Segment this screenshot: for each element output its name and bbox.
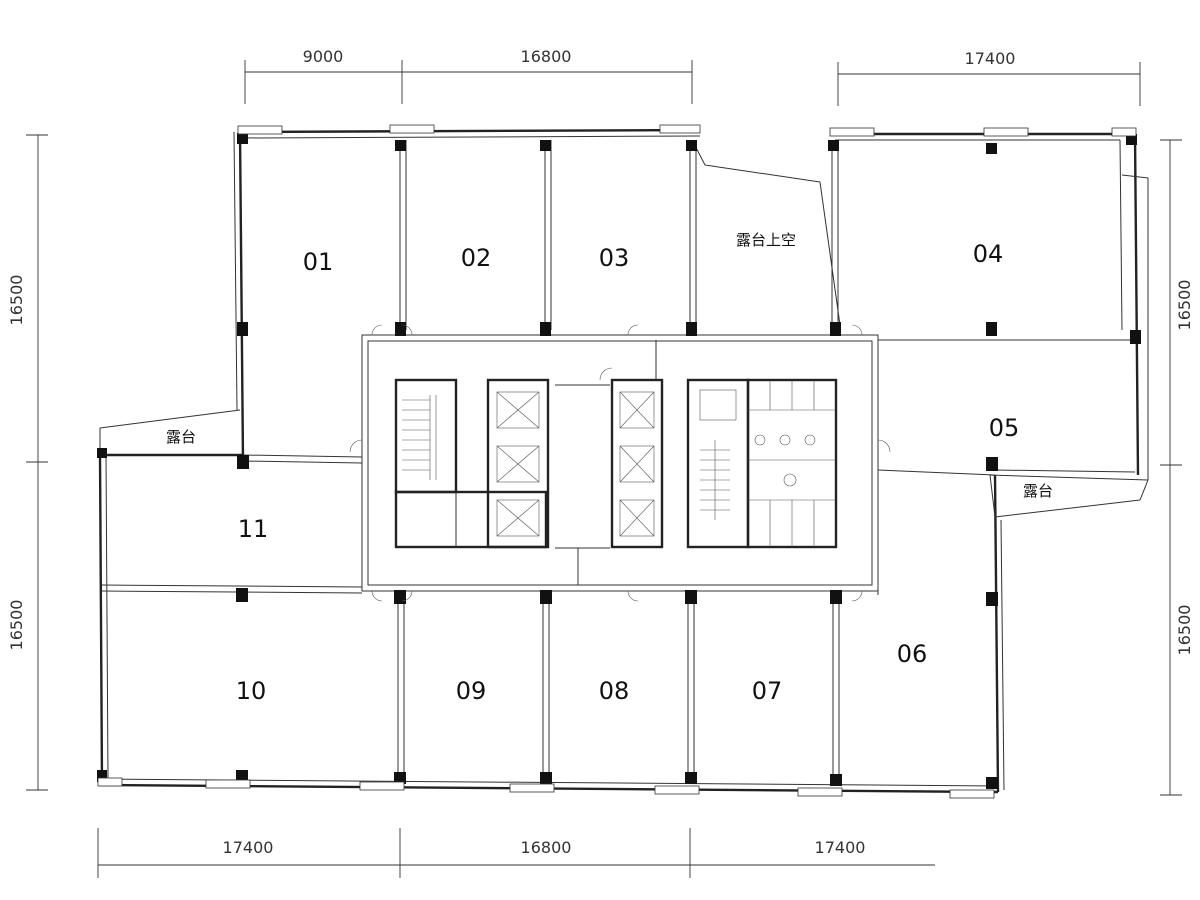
room-11-label: 11 bbox=[238, 515, 269, 543]
room-06-label: 06 bbox=[897, 640, 928, 668]
room-09-label: 09 bbox=[456, 677, 487, 705]
terrace-left-label: 露台 bbox=[166, 428, 196, 446]
room-02-label: 02 bbox=[461, 244, 492, 272]
dim-left-1: 16500 bbox=[7, 275, 26, 326]
dim-bottom-2: 16800 bbox=[521, 838, 572, 857]
doors bbox=[349, 324, 891, 602]
room-08-label: 08 bbox=[599, 677, 630, 705]
room-labels: 01 02 03 04 05 06 07 08 09 10 11 bbox=[236, 240, 1020, 705]
dim-top-1: 9000 bbox=[303, 47, 344, 66]
dimension-labels: 9000 16800 17400 17400 16800 17400 16500… bbox=[7, 47, 1194, 857]
windows bbox=[97, 124, 1137, 799]
area-labels: 露台上空 露台 露台 bbox=[166, 231, 1053, 500]
structural-columns bbox=[97, 133, 1141, 789]
room-07-label: 07 bbox=[752, 677, 783, 705]
room-05-label: 05 bbox=[989, 414, 1020, 442]
dim-right-2: 16500 bbox=[1175, 605, 1194, 656]
dim-top-3: 17400 bbox=[965, 49, 1016, 68]
dimension-lines bbox=[26, 60, 1182, 878]
terrace-right-label: 露台 bbox=[1023, 482, 1053, 500]
room-10-label: 10 bbox=[236, 677, 267, 705]
terrace-void-label: 露台上空 bbox=[736, 231, 796, 249]
service-core bbox=[361, 334, 879, 592]
room-04-label: 04 bbox=[973, 240, 1004, 268]
room-03-label: 03 bbox=[599, 244, 630, 272]
room-01-label: 01 bbox=[303, 248, 334, 276]
dim-bottom-3: 17400 bbox=[815, 838, 866, 857]
dim-left-2: 16500 bbox=[7, 600, 26, 651]
dim-top-2: 16800 bbox=[521, 47, 572, 66]
dim-right-1: 16500 bbox=[1175, 280, 1194, 331]
dim-bottom-1: 17400 bbox=[223, 838, 274, 857]
